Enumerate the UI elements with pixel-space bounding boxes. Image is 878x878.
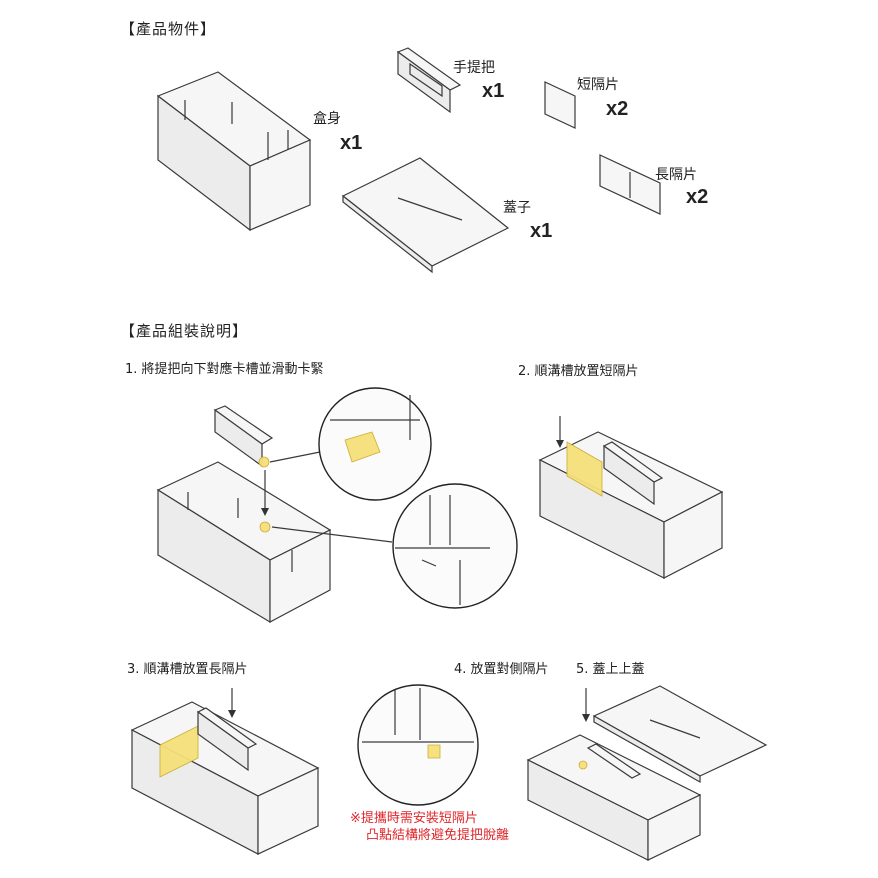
short-divider-part bbox=[544, 81, 576, 129]
handle-label: 手提把 bbox=[453, 60, 495, 76]
lid-quantity: x1 bbox=[530, 220, 553, 242]
step3-illustration bbox=[130, 688, 320, 855]
parts-heading: 【產品物件】 bbox=[120, 20, 217, 38]
step-5-text: 5. 蓋上上蓋 bbox=[576, 662, 645, 677]
step4-5-illustration bbox=[357, 684, 768, 861]
carry-note-line1: ※提攜時需安裝短隔片 bbox=[350, 811, 478, 826]
step-3-text: 3. 順溝槽放置長隔片 bbox=[127, 662, 248, 677]
lid-part bbox=[341, 157, 510, 274]
box-body-part bbox=[156, 71, 312, 232]
assembly-heading: 【產品組裝說明】 bbox=[120, 322, 249, 340]
carry-note-line2: 凸點結構將避免提把脫離 bbox=[366, 828, 510, 843]
handle-quantity: x1 bbox=[482, 80, 505, 102]
box-label: 盒身 bbox=[313, 111, 341, 127]
box-quantity: x1 bbox=[340, 132, 363, 154]
short-divider-label: 短隔片 bbox=[577, 77, 619, 93]
step-2-text: 2. 順溝槽放置短隔片 bbox=[518, 364, 639, 379]
step2-illustration bbox=[538, 416, 724, 579]
lid-label: 蓋子 bbox=[503, 200, 531, 216]
step-4-text: 4. 放置對側隔片 bbox=[454, 662, 549, 677]
short-divider-quantity: x2 bbox=[606, 98, 629, 120]
long-divider-quantity: x2 bbox=[686, 186, 709, 208]
long-divider-part bbox=[599, 154, 661, 215]
step-1-text: 1. 將提把向下對應卡槽並滑動卡緊 bbox=[125, 362, 324, 377]
long-divider-label: 長隔片 bbox=[655, 167, 697, 183]
handle-part bbox=[396, 47, 462, 114]
step1-illustration bbox=[156, 387, 518, 624]
